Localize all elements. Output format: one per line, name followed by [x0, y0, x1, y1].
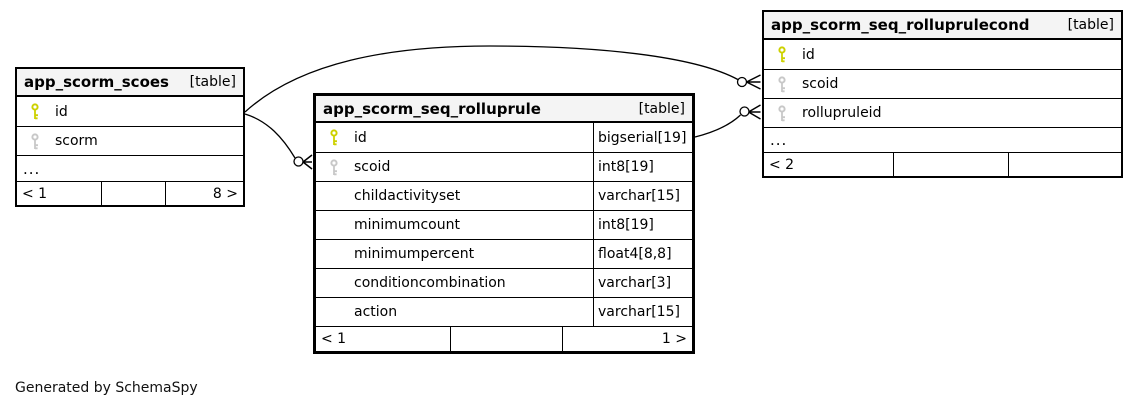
column-type: bigserial[19] — [593, 123, 692, 152]
stat-cell-left: < 1 — [22, 185, 48, 202]
column-name: minimumpercent — [354, 246, 475, 262]
primary-key-icon — [764, 46, 792, 63]
column-name: conditioncombination — [354, 275, 506, 291]
relationship-curve — [694, 114, 741, 138]
column-row-action: action varchar[15] — [316, 297, 692, 326]
foreign-key-icon — [316, 158, 344, 176]
relationship-curve — [244, 113, 296, 159]
column-type: varchar[3] — [593, 269, 692, 297]
stat-cell-right: 8 > — [165, 182, 243, 205]
circle-marker — [293, 156, 304, 167]
column-type: varchar[15] — [593, 298, 692, 326]
column-row-childactivityset: childactivityset varchar[15] — [316, 181, 692, 210]
table-node-app-scorm-seq-rolluprulecond[interactable]: app_scorm_seq_rolluprulecond [table] id … — [762, 10, 1123, 178]
table-header[interactable]: app_scorm_seq_rolluprulecond [table] — [764, 12, 1121, 40]
generated-by-note: Generated by SchemaSpy — [15, 380, 198, 396]
column-row-rollupruleid: rollupruleid — [764, 98, 1121, 127]
column-name: scorm — [55, 133, 98, 149]
column-row-id: id — [764, 40, 1121, 69]
table-node-app-scorm-scoes[interactable]: app_scorm_scoes [table] id scorm ... < 1 — [15, 67, 245, 207]
relationship-rolluprule-id-to-rolluprulecond-rollupruleid — [694, 104, 761, 138]
stat-cell-right: 1 > — [561, 327, 692, 351]
column-type: float4[8,8] — [593, 240, 692, 268]
table-name: app_scorm_seq_rolluprule — [323, 99, 541, 118]
column-row-scoid: scoid — [764, 69, 1121, 98]
table-header[interactable]: app_scorm_scoes [table] — [17, 69, 243, 97]
column-type: varchar[15] — [593, 182, 692, 210]
circle-marker — [736, 76, 748, 88]
relationship-scoes-id-to-rolluprule-scoid — [244, 113, 313, 170]
circle-marker — [739, 106, 750, 117]
stat-cell-center — [892, 153, 1008, 176]
table-type-badge: [table] — [189, 74, 236, 90]
table-type-badge: [table] — [1067, 17, 1114, 33]
foreign-key-icon — [764, 104, 792, 122]
table-stats-footer: < 1 8 > — [17, 181, 243, 205]
table-stats-footer: < 2 — [764, 152, 1121, 176]
table-node-app-scorm-seq-rolluprule[interactable]: app_scorm_seq_rolluprule [table] id bigs… — [313, 93, 695, 354]
column-name: scoid — [354, 159, 391, 175]
stat-cell-right — [1007, 153, 1121, 176]
crows-foot-marker — [748, 104, 761, 120]
table-type-badge: [table] — [638, 100, 685, 117]
column-name: action — [354, 304, 398, 320]
column-name: childactivityset — [354, 188, 461, 204]
stat-cell-center — [100, 182, 165, 205]
column-name: scoid — [802, 76, 839, 92]
stat-cell-left: < 2 — [769, 156, 795, 173]
column-type: int8[19] — [593, 211, 692, 239]
column-row-id: id bigserial[19] — [316, 123, 692, 152]
column-name: rollupruleid — [802, 105, 882, 121]
foreign-key-icon — [17, 132, 45, 150]
column-row-minimumpercent: minimumpercent float4[8,8] — [316, 239, 692, 268]
table-stats-footer: < 1 1 > — [316, 326, 692, 351]
truncated-columns-indicator: ... — [17, 155, 243, 181]
stat-cell-center — [450, 327, 562, 351]
primary-key-icon — [17, 103, 45, 120]
column-row-scorm: scorm — [17, 126, 243, 155]
truncated-columns-indicator: ... — [764, 127, 1121, 152]
stat-cell-left: < 1 — [321, 331, 347, 347]
column-row-conditioncombination: conditioncombination varchar[3] — [316, 268, 692, 297]
column-row-id: id — [17, 97, 243, 126]
column-name: id — [802, 46, 815, 63]
crows-foot-marker — [746, 74, 761, 90]
crows-foot-marker — [302, 154, 313, 170]
column-row-scoid: scoid int8[19] — [316, 152, 692, 181]
table-header[interactable]: app_scorm_seq_rolluprule [table] — [316, 96, 692, 123]
table-name: app_scorm_seq_rolluprulecond — [771, 16, 1030, 34]
column-name: id — [354, 129, 367, 146]
column-row-minimumcount: minimumcount int8[19] — [316, 210, 692, 239]
column-name: id — [55, 103, 68, 120]
table-name: app_scorm_scoes — [24, 73, 169, 91]
column-name: minimumcount — [354, 217, 460, 233]
primary-key-icon — [316, 129, 344, 146]
foreign-key-icon — [764, 75, 792, 93]
column-type: int8[19] — [593, 153, 692, 181]
